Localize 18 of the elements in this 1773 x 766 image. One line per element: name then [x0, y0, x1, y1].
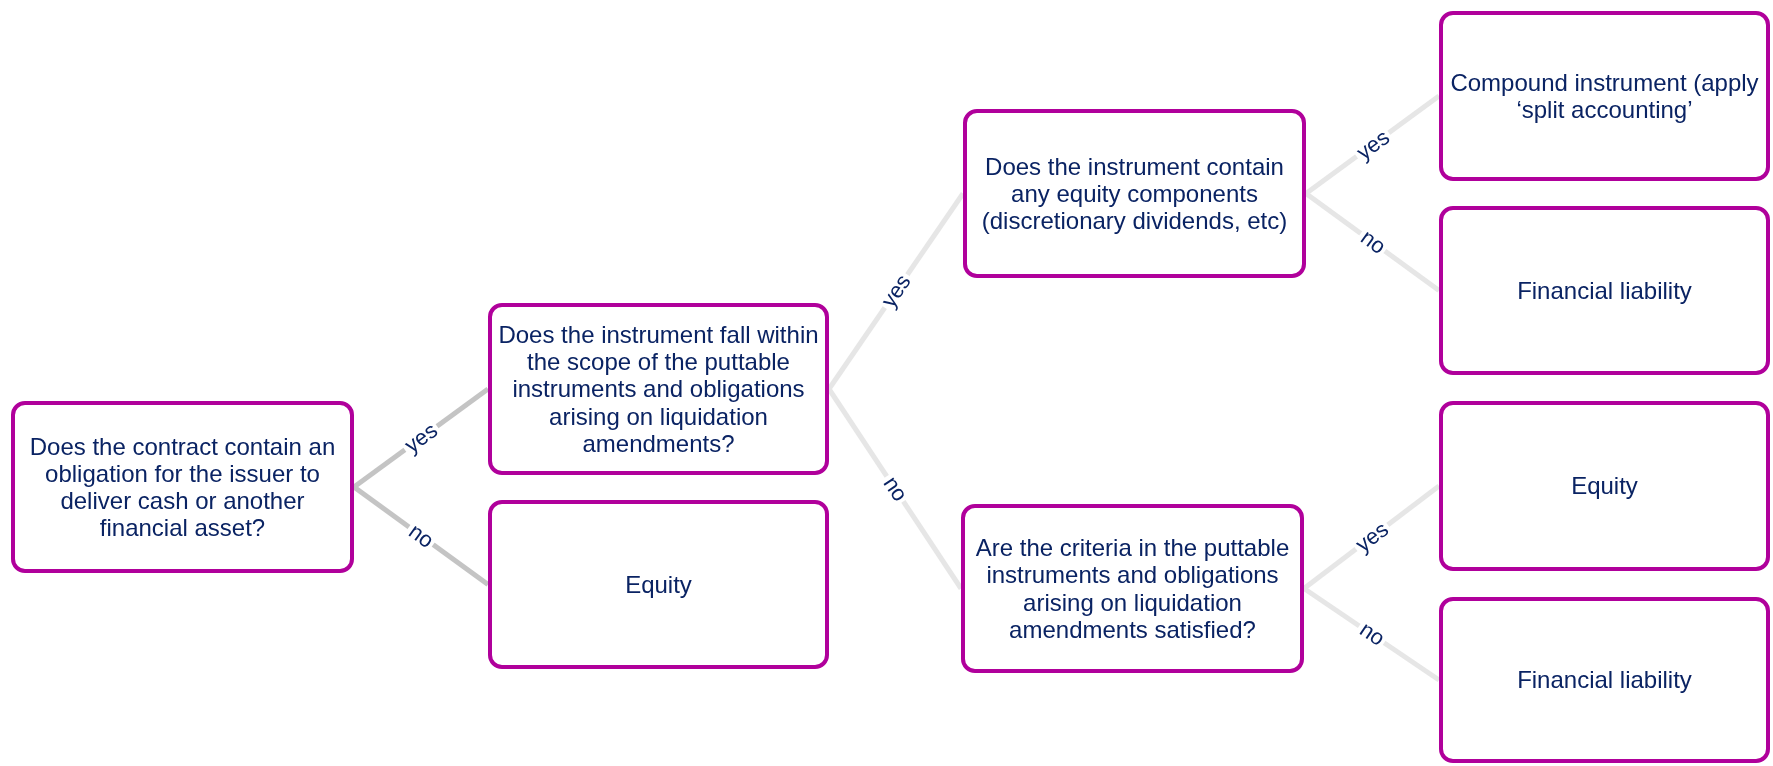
decision-box [1439, 206, 1770, 375]
decision-box [11, 401, 354, 573]
decision-box [963, 109, 1306, 278]
box-text: Are the criteria in the puttable instruments and obligations arising on liquidation amendments satisfied? [974, 534, 1291, 643]
decision-box [1439, 401, 1770, 571]
decision-box [488, 500, 829, 669]
box-text: Equity [625, 570, 692, 599]
box-text: Financial liability [1517, 276, 1692, 305]
decision-box [488, 303, 829, 475]
box-text: Compound instrument (apply ‘split accounting’ [1449, 68, 1760, 124]
box-text: Does the contract contain an obligation for the issuer to deliver cash or another financial asset? [28, 432, 337, 542]
box-text: Does the instrument contain any equity components (discretionary dividends, etc) [980, 152, 1289, 235]
box-text: Does the instrument fall within the scope of the puttable instruments and obligations arising on liquidation amendments? [498, 321, 819, 457]
decision-box [1439, 597, 1770, 763]
box-text: Equity [1571, 472, 1638, 500]
decision-box [961, 504, 1304, 673]
box-text: Financial liability [1517, 666, 1692, 694]
decision-box [1439, 11, 1770, 181]
